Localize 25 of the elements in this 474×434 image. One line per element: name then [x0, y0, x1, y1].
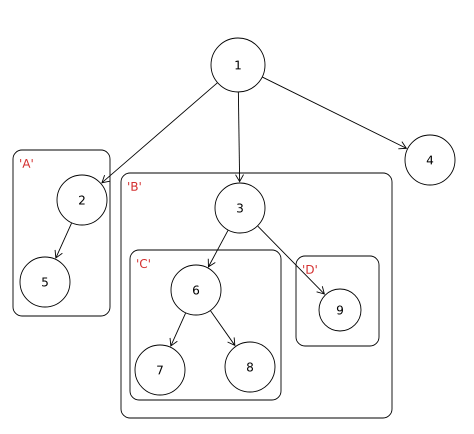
- arrow: [54, 222, 72, 259]
- group-box: [120, 172, 392, 418]
- circle-node: 7: [134, 344, 186, 396]
- circle-node: 1: [210, 38, 266, 92]
- group-box: [296, 256, 380, 346]
- circle-node: 8: [224, 342, 276, 392]
- group-label: 'B': [128, 182, 141, 191]
- arrow: [257, 226, 325, 295]
- arrow: [262, 76, 408, 150]
- circle-node: 3: [214, 182, 266, 234]
- arrow: [208, 230, 228, 268]
- group-label: 'D': [303, 265, 317, 274]
- group-box: [130, 250, 282, 400]
- circle-node: 2: [56, 174, 108, 226]
- circle-node: 4: [404, 134, 456, 186]
- group-label: 'A': [20, 159, 33, 168]
- group-label: 'C': [137, 259, 150, 268]
- arrow: [235, 92, 244, 183]
- arrow: [101, 82, 218, 184]
- circle-node: 5: [20, 256, 70, 308]
- circle-node: 9: [318, 288, 362, 332]
- arrow: [210, 310, 236, 346]
- circle-node: 6: [170, 264, 222, 316]
- group-box: [12, 150, 110, 316]
- arrow: [170, 312, 186, 347]
